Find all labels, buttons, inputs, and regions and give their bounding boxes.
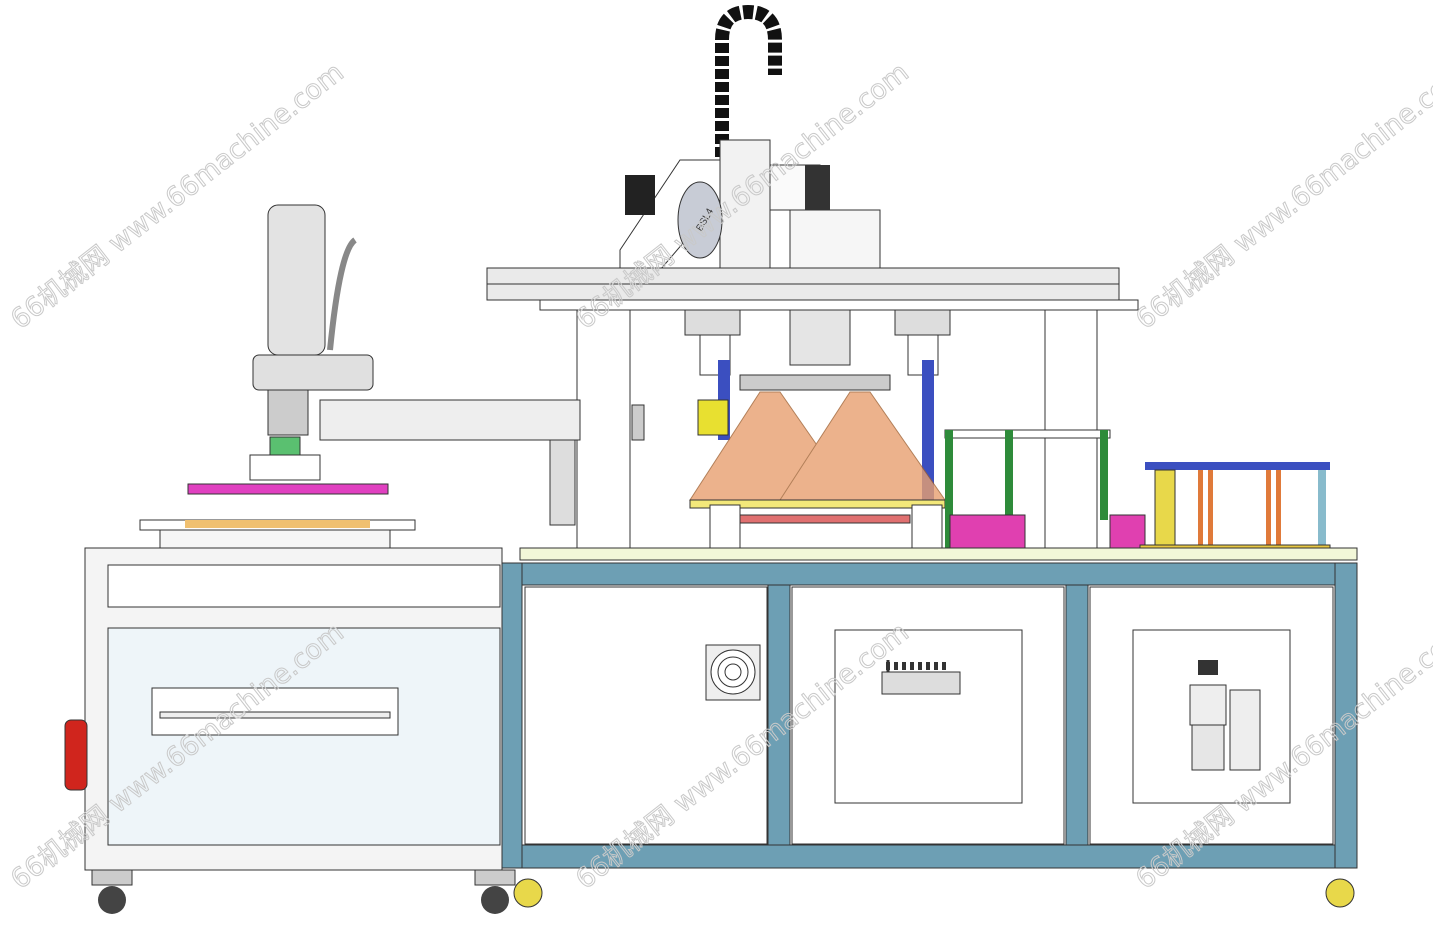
gantry-post-right (1044, 309, 1098, 549)
gripper-tray (187, 483, 389, 495)
valve-panel (834, 629, 1023, 804)
cable-chain (715, 4, 782, 170)
left-cabinet (84, 547, 503, 871)
air-filter-panel (1132, 629, 1291, 804)
camera-assembly (684, 309, 951, 500)
servo-motor (677, 181, 723, 259)
cooling-fan (705, 644, 761, 701)
casters (91, 869, 1355, 914)
right-feeder-unit (1139, 462, 1331, 556)
table-top-plate (519, 547, 1358, 561)
magenta-fixture (949, 514, 1026, 549)
watermark-text: 66机械网 www.66machine.com (1130, 57, 1433, 336)
power-connector (64, 719, 88, 791)
gantry-post-left (576, 309, 631, 549)
z-axis-module: BSL4 (619, 139, 881, 271)
scara-robot (187, 204, 645, 526)
